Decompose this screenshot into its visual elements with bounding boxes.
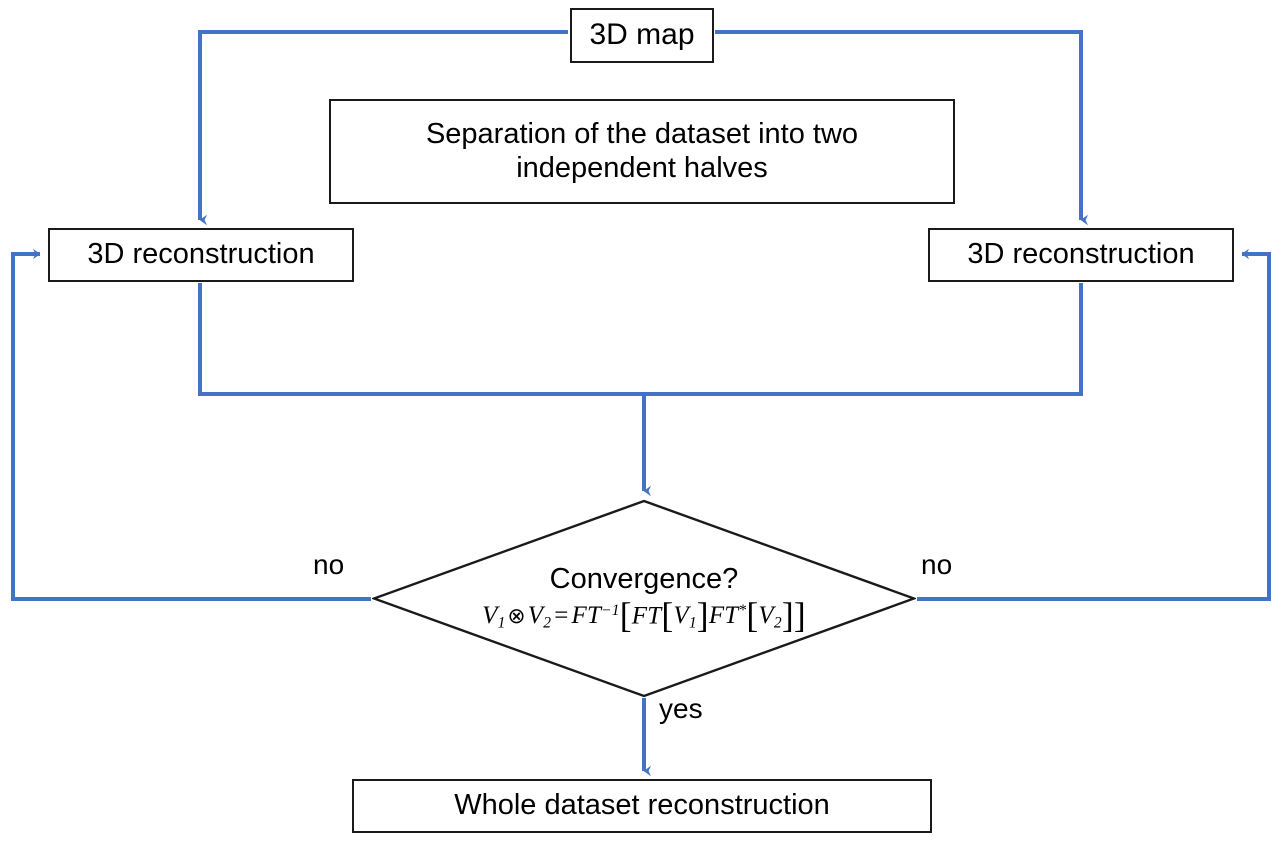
edge-map-to-right-reconstruction (715, 30, 1088, 226)
diamond-shape (372, 499, 916, 698)
formula-inner1-bracket-open: [ (661, 594, 674, 635)
node-reconstruction-right[interactable]: 3D reconstruction (928, 228, 1234, 282)
node-reconstruction-left[interactable]: 3D reconstruction (48, 228, 354, 282)
formula-ft-inverse: FT−1 (571, 602, 620, 630)
formula-inner1-bracket-close: ] (696, 594, 709, 635)
node-separation[interactable]: Separation of the dataset into two indep… (329, 99, 955, 204)
formula-outer-bracket-close: ] (793, 594, 806, 635)
edge-label-no-right: no (921, 549, 953, 580)
formula-outer-bracket-open: [ (619, 594, 632, 635)
formula-v1: V1 (482, 602, 506, 632)
edge-no-right-feedback (917, 248, 1271, 601)
node-whole-dataset-label: Whole dataset reconstruction (454, 789, 830, 822)
node-reconstruction-left-label: 3D reconstruction (87, 238, 315, 271)
formula-equals: = (554, 602, 569, 630)
node-separation-line1: Separation of the dataset into two (425, 118, 859, 151)
node-convergence-content: Convergence? V1⊗V2=FT−1[FT[V1]FT*[V2]] (372, 499, 916, 698)
edge-map-to-left-reconstruction (198, 30, 568, 226)
node-convergence-label: Convergence? (549, 562, 739, 595)
formula-v2: V2 (527, 602, 552, 632)
node-reconstruction-right-label: 3D reconstruction (967, 238, 1195, 271)
node-3d-map[interactable]: 3D map (570, 8, 714, 63)
formula-ft-forward: FT (631, 602, 662, 630)
formula-inner2-bracket-open: [ (746, 594, 759, 635)
formula-inner-v1: V1 (673, 602, 697, 632)
node-3d-map-label: 3D map (589, 18, 695, 52)
edge-no-left-feedback (11, 248, 371, 601)
node-whole-dataset-reconstruction[interactable]: Whole dataset reconstruction (352, 779, 932, 833)
node-separation-text: Separation of the dataset into two indep… (426, 118, 858, 185)
edge-label-no-left: no (313, 549, 345, 580)
node-separation-line2: independent halves (516, 151, 768, 184)
node-convergence-decision[interactable]: Convergence? V1⊗V2=FT−1[FT[V1]FT*[V2]] (372, 499, 916, 698)
formula-inner-v2: V2 (758, 602, 782, 632)
edge-reconstructions-merge (198, 283, 1083, 396)
formula-tensor-operator: ⊗ (507, 604, 526, 630)
node-convergence-formula: V1⊗V2=FT−1[FT[V1]FT*[V2]] (482, 594, 806, 635)
formula-inner2-bracket-close: ] (781, 594, 794, 635)
edge-label-yes: yes (659, 693, 703, 724)
formula-ft-conjugate: FT* (708, 602, 747, 630)
